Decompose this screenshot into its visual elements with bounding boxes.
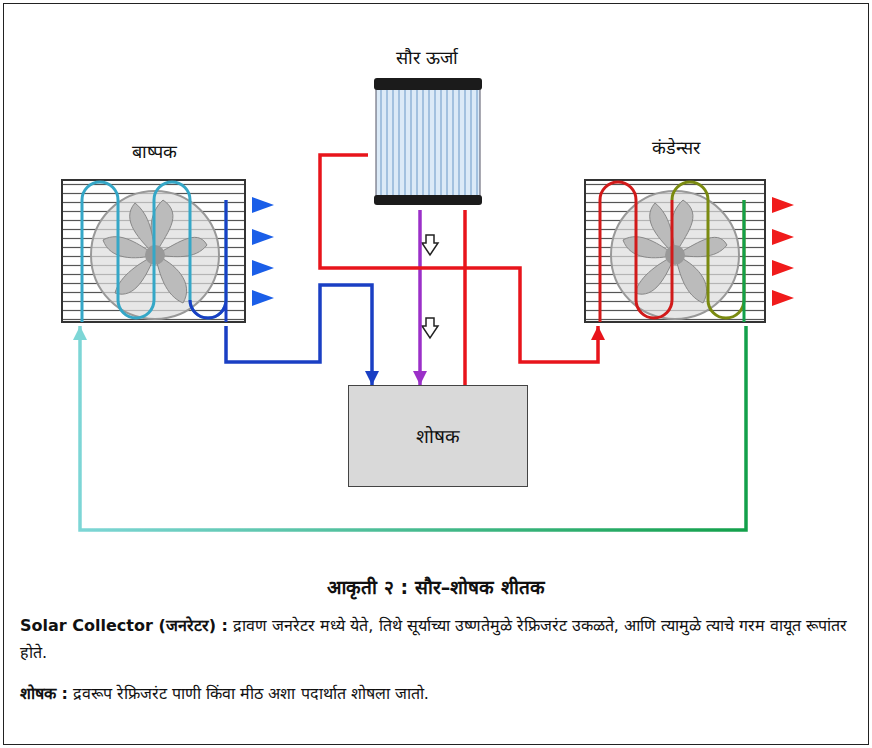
note-paragraph: शोषक : द्रवरूप रेफ्रिजरंट पाणी किंवा मीठ… [20, 680, 852, 707]
pipe-connector [80, 326, 746, 530]
arrow-head [365, 371, 379, 385]
condenser-unit: कंडेन्सर [582, 136, 770, 326]
node-label: सौर ऊर्जा [368, 46, 486, 70]
node-label: बाष्पक [60, 140, 248, 164]
note-term: Solar Collector (जनरेटर) : [20, 616, 228, 635]
pipe-connector [226, 285, 372, 385]
evaporator-unit: बाष्पक [60, 140, 248, 326]
node-label: कंडेन्सर [582, 136, 770, 160]
figure-caption: आकृती २ : सौर–शोषक शीतक [20, 574, 852, 600]
node-label: शोषक [416, 424, 460, 448]
note-term: शोषक : [20, 684, 68, 703]
absorber-box: शोषक [348, 385, 528, 487]
arrow-head [73, 326, 87, 340]
pipe-connector [418, 210, 422, 385]
arrow-head [591, 326, 605, 340]
note-paragraph: Solar Collector (जनरेटर) : द्रावण जनरेटर… [20, 612, 852, 666]
pipe-connector [320, 155, 598, 362]
note-text: द्रवरूप रेफ्रिजरंट पाणी किंवा मीठ अशा पद… [73, 684, 429, 703]
pipe-connector [463, 210, 467, 385]
solar-collector: सौर ऊर्जा [368, 46, 486, 210]
arrow-head [413, 371, 427, 385]
